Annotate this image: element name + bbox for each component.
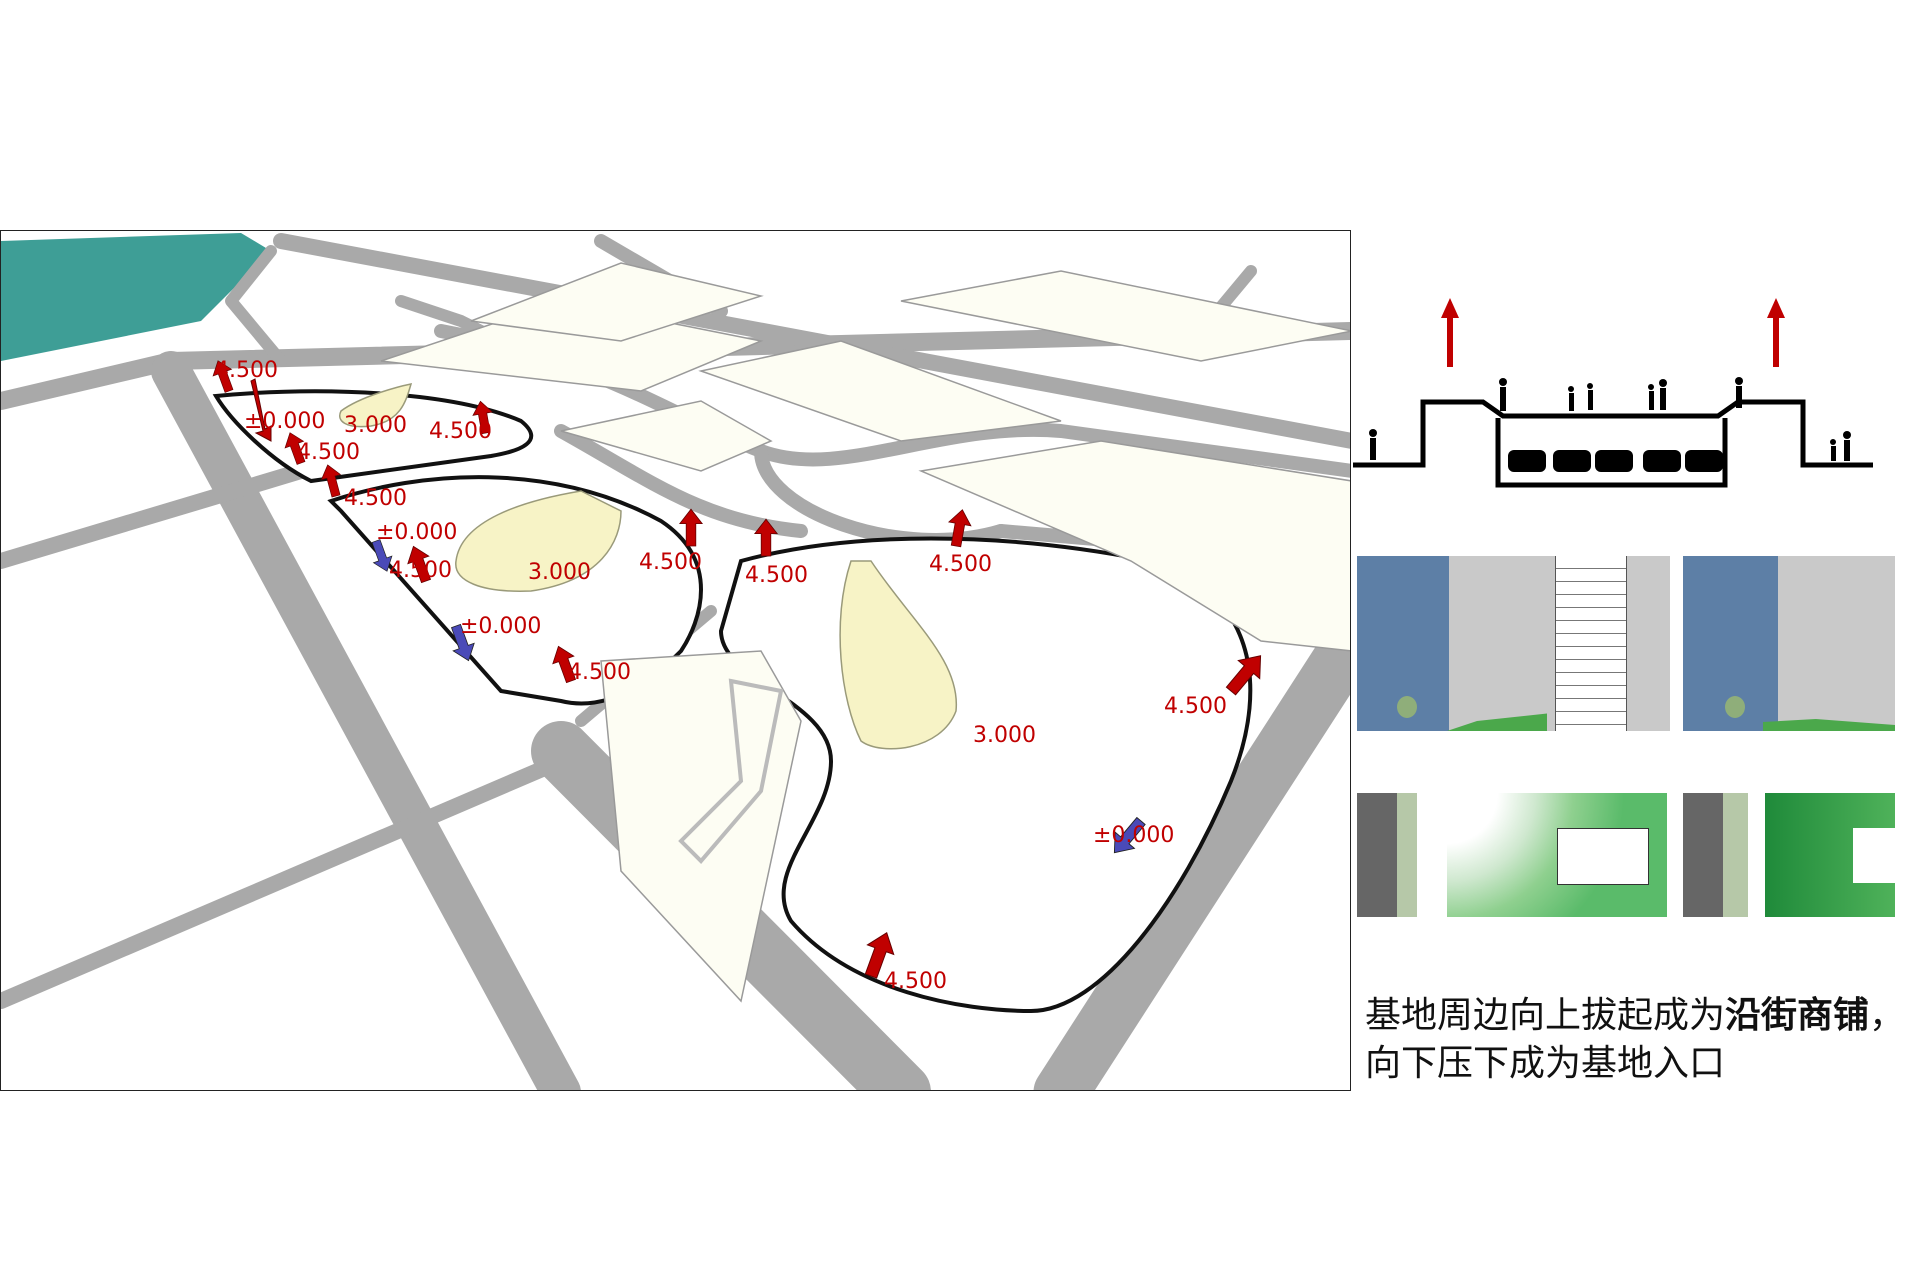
street-section-diagram bbox=[1353, 290, 1873, 490]
raise-arrows bbox=[208, 357, 1272, 982]
elevation-label: 4.500 bbox=[389, 558, 452, 583]
elevation-label: 4.500 bbox=[929, 552, 992, 577]
elevation-label: ±0.000 bbox=[244, 409, 325, 434]
elevation-label: 4.500 bbox=[1164, 694, 1227, 719]
car-icons bbox=[1508, 450, 1723, 472]
elevation-label: ±0.000 bbox=[460, 614, 541, 639]
tree-icon bbox=[1397, 696, 1417, 718]
elevation-label: 4.500 bbox=[297, 440, 360, 465]
elevation-label: 4.500 bbox=[568, 660, 631, 685]
plan-render-right bbox=[1683, 793, 1895, 917]
elevation-render-left bbox=[1357, 556, 1670, 741]
elevation-label: ±0.000 bbox=[376, 520, 457, 545]
elevation-label: 4.500 bbox=[884, 969, 947, 994]
elevation-label: 4.500 bbox=[639, 550, 702, 575]
section-profile bbox=[1353, 399, 1873, 488]
tree-icon bbox=[1725, 696, 1745, 718]
raise-arrow-left bbox=[1441, 298, 1459, 367]
elevation-label: 4.500 bbox=[429, 419, 492, 444]
site-elevation-map: 4.500 ±0.000 3.000 4.500 4.500 4.500 ±0.… bbox=[0, 230, 1351, 1091]
raise-arrow-right bbox=[1767, 298, 1785, 367]
elevation-label: 4.500 bbox=[745, 563, 808, 588]
elevation-label: 4.500 bbox=[215, 358, 278, 383]
parking-outline bbox=[678, 678, 784, 864]
caption-text: 基地周边向上拔起成为沿街商铺， 向下压下成为基地入口 bbox=[1365, 992, 1905, 1088]
elevation-label: ±0.000 bbox=[1093, 823, 1174, 848]
caption-highlight: 沿街商铺 bbox=[1725, 995, 1870, 1036]
cream-parcels bbox=[380, 262, 1350, 1003]
river-water bbox=[1, 233, 271, 361]
sunken-plazas bbox=[339, 383, 958, 750]
elevation-label: 3.000 bbox=[973, 723, 1036, 748]
elevation-render-right bbox=[1683, 556, 1895, 741]
caption-comma: ， bbox=[1869, 995, 1906, 1036]
elevation-label: 3.000 bbox=[344, 413, 407, 438]
caption-line1: 基地周边向上拔起成为 bbox=[1365, 995, 1726, 1036]
plan-render-left bbox=[1357, 793, 1670, 917]
elevation-labels: 4.500 ±0.000 3.000 4.500 4.500 4.500 ±0.… bbox=[215, 358, 1227, 994]
elevation-label: 3.000 bbox=[528, 560, 591, 585]
elevation-label: 4.500 bbox=[344, 486, 407, 511]
caption-line2: 向下压下成为基地入口 bbox=[1365, 1043, 1726, 1084]
pedestrian-icons bbox=[1369, 377, 1851, 461]
